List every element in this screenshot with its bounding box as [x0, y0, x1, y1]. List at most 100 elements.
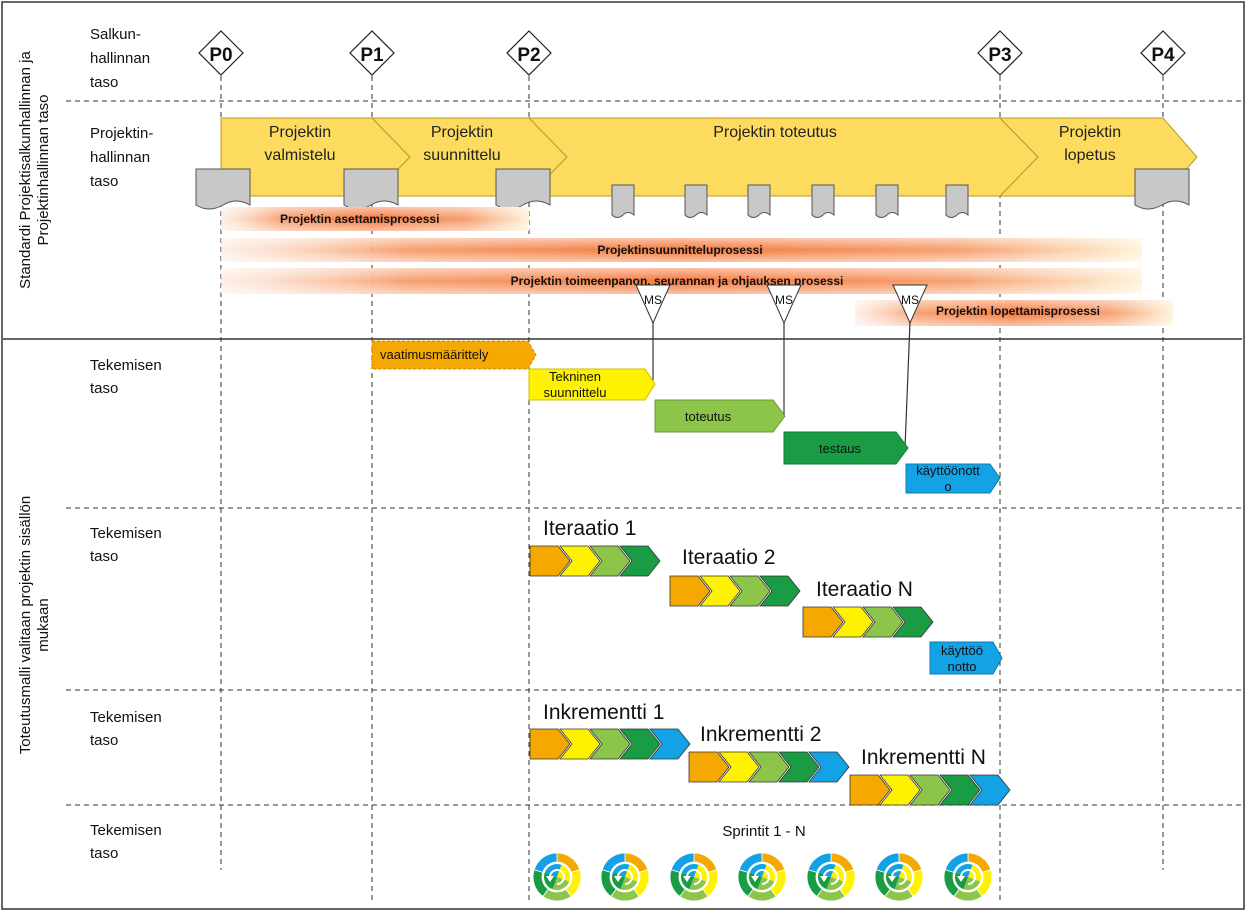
task-technical-design: Tekninen suunnittelu	[528, 368, 656, 401]
row-label-work2-2: taso	[90, 548, 118, 565]
chevron-step	[649, 728, 691, 760]
svg-text:o: o	[944, 479, 951, 494]
chevron-step	[718, 751, 760, 783]
iteration-1-chevrons	[529, 545, 661, 577]
gate-diamonds: P0 P1 P2 P3 P4	[198, 30, 1186, 76]
iteration-2-label: Iteraatio 2	[682, 546, 775, 569]
row-label-project-2: hallinnan	[90, 149, 150, 166]
increment-2-chevrons	[688, 751, 850, 783]
svg-text:P4: P4	[1151, 45, 1175, 66]
waterfall-tasks: vaatimusmäärittely Tekninen suunnittelu …	[371, 340, 1001, 494]
task-deployment: käyttöönott o	[905, 463, 1001, 494]
sprint-cycle-icon	[874, 852, 924, 902]
milestone-3: MS	[892, 284, 928, 325]
row-label-portfolio-3: taso	[90, 74, 118, 91]
row-label-project-3: taso	[90, 173, 118, 190]
chevron-step	[849, 774, 891, 806]
chevron-step	[862, 606, 904, 638]
task-implementation: toteutus	[654, 399, 786, 433]
increments: Inkrementti 1 Inkrementti 2 Inkrementti …	[543, 701, 986, 769]
milestone-2: MS	[766, 284, 802, 325]
milestones: MS MS MS	[635, 284, 928, 325]
chevron-step	[529, 545, 571, 577]
iteration-n-chevrons	[802, 606, 934, 638]
side-label-implementation: Toteutusmalli valitaan projektin sisällö…	[17, 496, 52, 754]
gate-documents	[195, 168, 1190, 210]
document-icon	[945, 184, 969, 218]
document-icon	[1134, 168, 1190, 210]
chevron-step	[589, 728, 631, 760]
process-label-closing: Projektin lopettamisprosessi	[936, 304, 1100, 318]
phase-label-closing-2: lopetus	[1064, 147, 1116, 164]
increment-1-chevrons	[529, 728, 691, 760]
gate-p2: P2	[506, 30, 552, 76]
increment-n-chevrons	[849, 774, 1011, 806]
chevron-step	[892, 606, 934, 638]
chevron-step	[748, 751, 790, 783]
row-label-work4-1: Tekemisen	[90, 822, 162, 839]
phase-label-execution: Projektin toteutus	[713, 124, 837, 141]
chevron-step	[778, 751, 820, 783]
phase-label-planning-2: suunnittelu	[423, 147, 500, 164]
gate-p3: P3	[977, 30, 1023, 76]
svg-text:testaus: testaus	[819, 441, 861, 456]
phase-label-preparation-2: valmistelu	[264, 147, 335, 164]
svg-text:Projektinhallinnan taso: Projektinhallinnan taso	[35, 95, 52, 246]
gate-p1: P1	[349, 30, 395, 76]
svg-text:käyttöö: käyttöö	[941, 643, 983, 658]
svg-text:suunnittelu: suunnittelu	[544, 385, 607, 400]
sprint-cycle-icon	[806, 852, 856, 902]
chevron-step	[759, 575, 801, 607]
row-label-project-1: Projektin-	[90, 125, 153, 142]
chevron-step	[619, 545, 661, 577]
iteration-deployment: käyttöö notto	[929, 641, 1003, 675]
document-icon	[747, 184, 771, 218]
sprint-cycle-icon	[943, 852, 993, 902]
row-label-work2-1: Tekemisen	[90, 525, 162, 542]
svg-text:notto: notto	[948, 659, 977, 674]
chevron-step	[529, 728, 571, 760]
svg-text:P0: P0	[209, 45, 232, 66]
row-label-work3-2: taso	[90, 732, 118, 749]
chevron-step	[669, 575, 711, 607]
task-requirements: vaatimusmäärittely	[371, 340, 537, 370]
sprint-cycle-icon	[737, 852, 787, 902]
iteration-1-label: Iteraatio 1	[543, 517, 636, 540]
row-separators	[66, 100, 1242, 806]
chevron-step	[589, 545, 631, 577]
chevron-step	[879, 774, 921, 806]
side-label-standard: Standardi Projektisalkunhallinnan ja Pro…	[17, 51, 52, 289]
sprint-cycle-icon	[532, 852, 582, 902]
row-label-work3-1: Tekemisen	[90, 709, 162, 726]
phase-label-preparation-1: Projektin	[269, 124, 331, 141]
iteration-2-chevrons	[669, 575, 801, 607]
process-bars	[221, 207, 1173, 326]
sprint-cycle-icon	[669, 852, 719, 902]
increment-2-label: Inkrementti 2	[700, 723, 821, 746]
document-icon	[684, 184, 708, 218]
row-label-work1-1: Tekemisen	[90, 357, 162, 374]
svg-text:P2: P2	[517, 45, 540, 66]
document-icon	[611, 184, 635, 218]
svg-text:Standardi Projektisalkunhallin: Standardi Projektisalkunhallinnan ja	[17, 51, 34, 289]
increment-chevrons	[529, 728, 1011, 806]
milestone-connectors	[652, 321, 911, 449]
chevron-step	[559, 728, 601, 760]
svg-text:vaatimusmäärittely: vaatimusmäärittely	[380, 347, 489, 362]
chevron-step	[688, 751, 730, 783]
chevron-step	[619, 728, 661, 760]
svg-text:Tekninen: Tekninen	[549, 369, 601, 384]
chevron-step	[939, 774, 981, 806]
chevron-step	[699, 575, 741, 607]
process-labels: Projektin asettamisprosessi Projektinsuu…	[280, 212, 1100, 318]
sprint-cycles	[532, 852, 993, 902]
iterations: Iteraatio 1 Iteraatio 2 Iteraatio N	[543, 517, 913, 601]
process-label-initiation: Projektin asettamisprosessi	[280, 212, 439, 226]
chevron-step	[802, 606, 844, 638]
svg-text:MS: MS	[644, 293, 662, 307]
svg-text:P3: P3	[988, 45, 1011, 66]
phase-labels: Projektin valmistelu Projektin suunnitte…	[264, 124, 1121, 164]
svg-text:käyttöönott: käyttöönott	[916, 463, 980, 478]
